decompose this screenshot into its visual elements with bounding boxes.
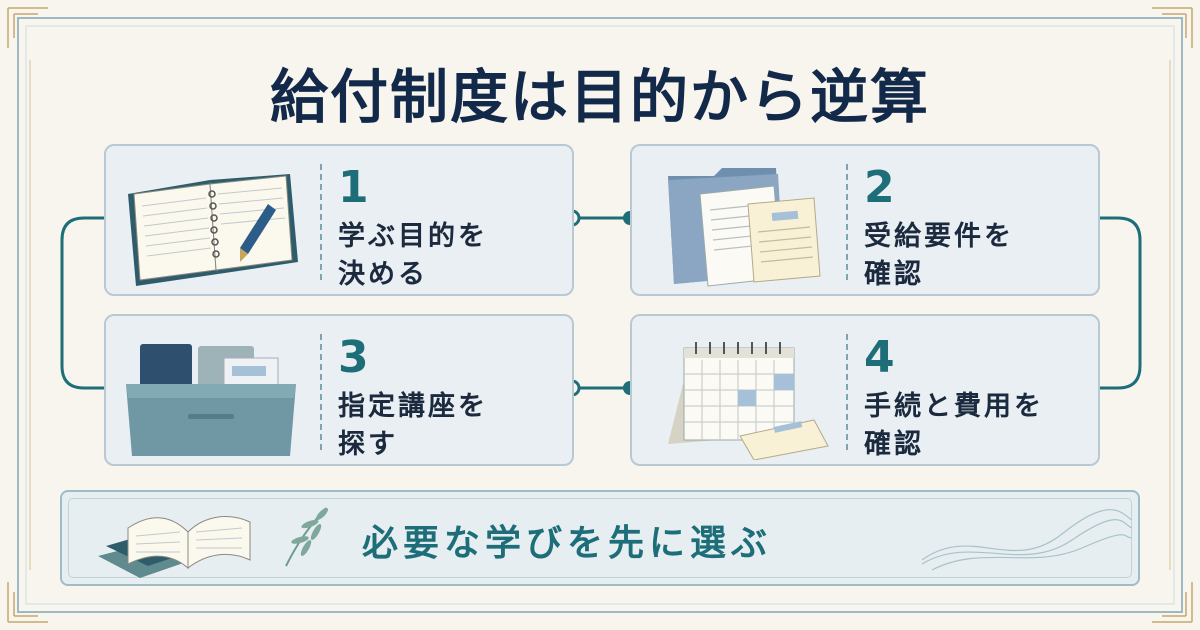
- step-card-1: 1 学ぶ目的を 決める: [104, 144, 574, 296]
- calendar-document-icon: [668, 342, 829, 460]
- step-label: 指定講座を 探す: [338, 391, 488, 460]
- open-book-icon: [98, 516, 251, 578]
- card-divider: [846, 164, 848, 280]
- step-number: 2: [864, 162, 895, 213]
- step-number: 1: [338, 162, 369, 213]
- summary-banner: 必要な学びを先に選ぶ: [60, 490, 1140, 586]
- leaf-sprig-icon: [285, 507, 329, 567]
- notebook-pen-icon: [128, 174, 298, 286]
- step-label: 手続と費用を 確認: [864, 391, 1044, 460]
- step-card-2: 2 受給要件を 確認: [630, 144, 1100, 296]
- banner-text: 必要な学びを先に選ぶ: [362, 523, 773, 564]
- card-divider: [320, 334, 322, 450]
- step-number: 4: [864, 332, 895, 383]
- page-title: 給付制度は目的から逆算: [269, 63, 930, 131]
- step-card-3: 3 指定講座を 探す: [104, 314, 574, 466]
- step-label: 学ぶ目的を 決める: [338, 221, 488, 290]
- file-box-icon: [126, 344, 296, 456]
- card-divider: [320, 164, 322, 280]
- card-divider: [846, 334, 848, 450]
- folder-documents-icon: [668, 168, 821, 287]
- step-label: 受給要件を 確認: [864, 221, 1014, 290]
- step-number: 3: [338, 332, 369, 383]
- wave-decoration: [922, 509, 1132, 571]
- step-card-4: 4 手続と費用を 確認: [630, 314, 1100, 466]
